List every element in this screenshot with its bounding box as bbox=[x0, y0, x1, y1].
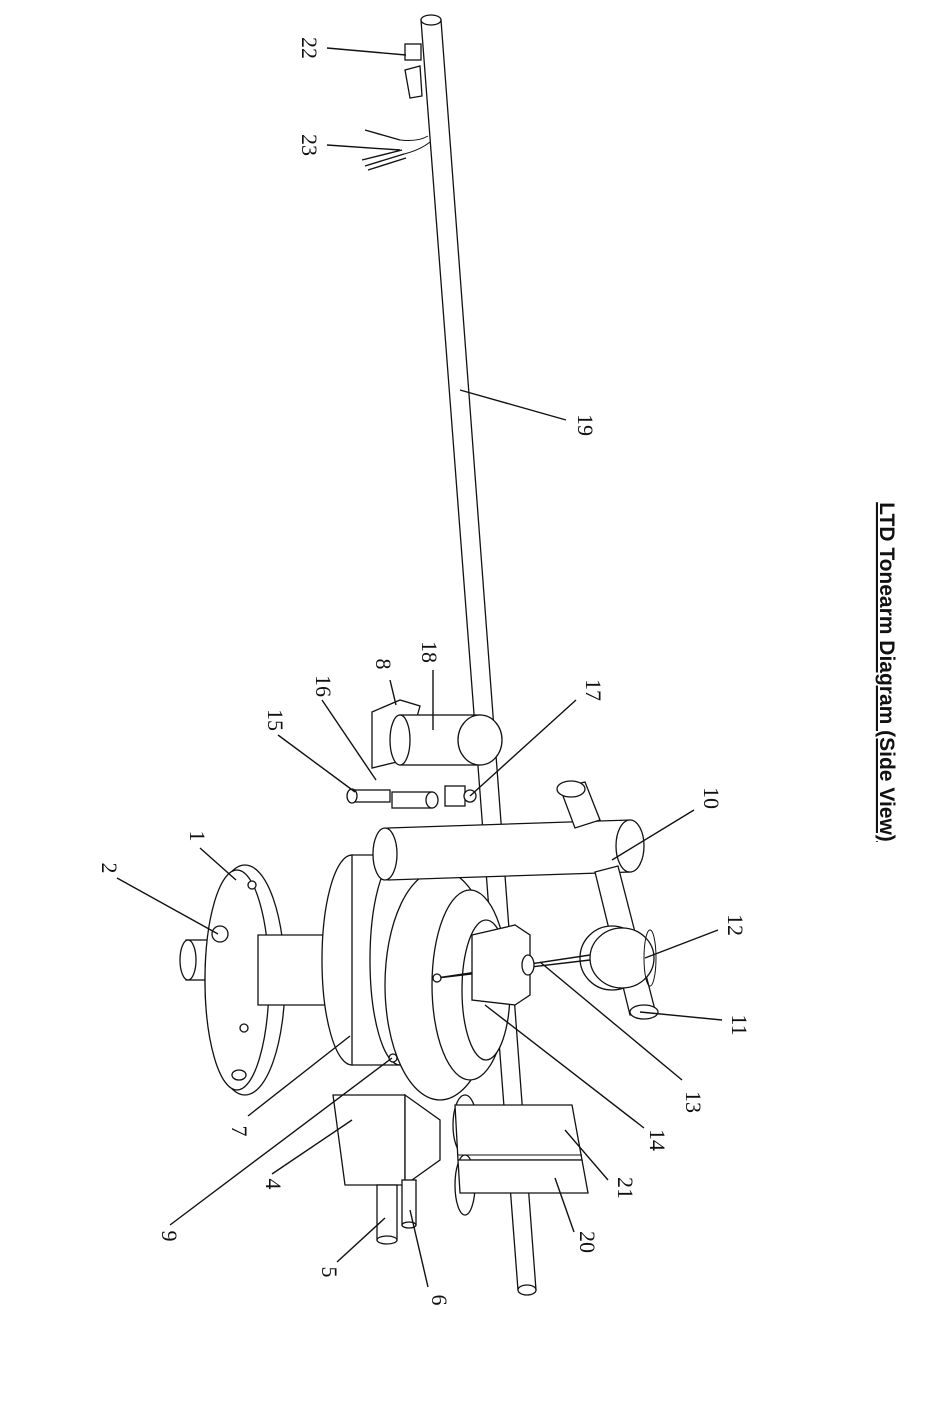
label-5: 5 bbox=[317, 1267, 342, 1278]
label-21: 21 bbox=[613, 1177, 638, 1199]
label-13: 13 bbox=[681, 1091, 706, 1113]
label-23: 23 bbox=[297, 134, 322, 156]
label-20: 20 bbox=[575, 1231, 600, 1253]
label-22: 22 bbox=[297, 37, 322, 59]
label-4: 4 bbox=[261, 1179, 286, 1190]
lower-block bbox=[333, 1095, 440, 1244]
diagram-title: LTD Tonearm Diagram (Side View) bbox=[875, 502, 898, 842]
adjuster-screws bbox=[347, 786, 476, 808]
headshell-clip bbox=[405, 44, 422, 98]
label-14: 14 bbox=[645, 1129, 670, 1151]
label-18: 18 bbox=[417, 641, 442, 663]
label-10: 10 bbox=[699, 787, 724, 809]
label-8: 8 bbox=[371, 659, 396, 670]
label-11: 11 bbox=[727, 1014, 752, 1035]
label-17: 17 bbox=[581, 679, 606, 701]
antiskate-assembly bbox=[580, 866, 658, 1019]
label-16: 16 bbox=[311, 675, 336, 697]
label-7: 7 bbox=[227, 1126, 252, 1137]
label-2: 2 bbox=[97, 863, 122, 874]
label-19: 19 bbox=[573, 414, 598, 436]
label-6: 6 bbox=[427, 1295, 452, 1306]
label-12: 12 bbox=[723, 914, 748, 936]
bearing-nut bbox=[472, 925, 534, 1005]
leader-lines bbox=[117, 48, 722, 1287]
label-9: 9 bbox=[157, 1231, 182, 1242]
base-flange bbox=[180, 865, 328, 1095]
label-1: 1 bbox=[185, 831, 210, 842]
label-15: 15 bbox=[263, 709, 288, 731]
